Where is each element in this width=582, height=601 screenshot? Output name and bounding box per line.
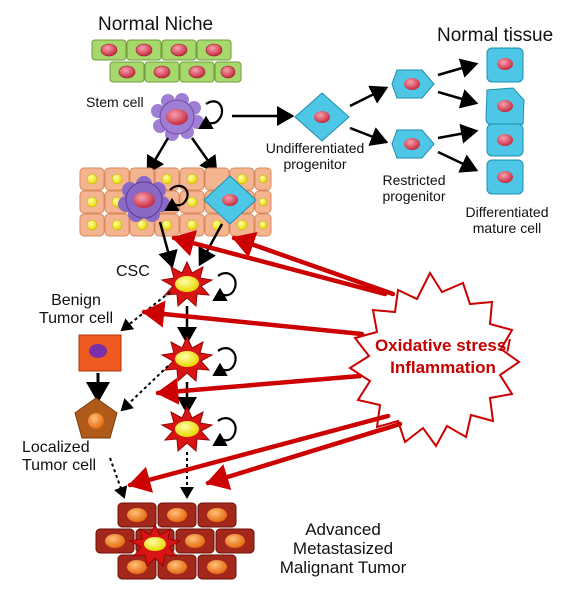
normal-niche-cells	[91, 39, 242, 83]
niche-stem-to-csc-arrow	[158, 221, 178, 269]
stem-to-csc-niche-arrow	[146, 137, 170, 175]
differentiated-line-2: mature cell	[472, 219, 542, 236]
tumor-stem-3-self-renewal-arrow	[212, 417, 237, 447]
malignant-tumor-tissue	[95, 502, 255, 580]
undifferentiated-line-1: Undifferentiated	[265, 140, 365, 156]
stem-self-renewal-arrow	[198, 100, 224, 130]
niche-progenitor-cell	[203, 175, 257, 225]
niche-stem-self-renewal-arrow	[164, 184, 189, 212]
benign-line-2: Tumor cell	[38, 309, 114, 327]
csc-label: CSC	[116, 263, 150, 280]
csc-cell	[160, 260, 214, 308]
undifferentiated-line-2: progenitor	[283, 155, 347, 172]
localized-tumor-label: Localized Tumor cell	[22, 439, 96, 475]
progenitor-to-restricted-arrow-top	[349, 85, 389, 108]
tumor-stem-cell-2	[160, 335, 214, 383]
benign-tumor-cell	[78, 334, 122, 372]
advanced-line-3: Malignant Tumor	[279, 558, 407, 578]
oxidative-stress-cloud	[348, 270, 521, 448]
oxidative-stress-label: Oxidative stress/ Inflammation	[368, 335, 518, 379]
stem-cell	[151, 93, 204, 141]
advanced-tumor-label: Advanced Metastasized Malignant Tumor	[268, 520, 418, 577]
advanced-line-2: Metastasized	[292, 539, 394, 559]
localized-tumor-cell	[74, 397, 118, 439]
restricted-to-mature-arrows	[437, 58, 479, 173]
restricted-line-1: Restricted	[382, 172, 446, 188]
stress-arrows	[127, 230, 403, 493]
undifferentiated-progenitor-cell	[294, 92, 350, 142]
niche-progenitor-to-csc-arrow	[198, 223, 224, 267]
differentiated-line-1: Differentiated	[465, 204, 549, 220]
tumor-stem-2-self-renewal-arrow	[212, 347, 237, 377]
differentiated-mature-cells	[485, 47, 525, 195]
localized-line-1: Localized	[22, 439, 90, 456]
normal-niche-title: Normal Niche	[98, 14, 214, 35]
benign-line-1: Benign	[51, 292, 101, 309]
tumor-stem-cell-3	[160, 405, 214, 453]
csc-self-renewal-arrow	[212, 272, 237, 302]
stress-line-2: Inflammation	[390, 358, 496, 378]
progenitor-to-restricted-arrow-bottom	[349, 126, 389, 146]
benign-tumor-label: Benign Tumor cell	[28, 292, 124, 328]
restricted-progenitor-cells	[391, 69, 435, 159]
stress-line-1: Oxidative stress/	[374, 336, 512, 355]
restricted-progenitor-label: Restricted progenitor	[376, 172, 452, 204]
stem-to-progenitor-niche-arrow	[190, 137, 218, 175]
niche-stem-cell	[118, 176, 170, 222]
undifferentiated-progenitor-label: Undifferentiated progenitor	[256, 140, 374, 172]
stem-cell-label: Stem cell	[86, 94, 144, 110]
differentiated-mature-label: Differentiated mature cell	[455, 204, 559, 236]
advanced-line-1: Advanced	[305, 520, 381, 539]
restricted-line-2: progenitor	[382, 187, 446, 204]
normal-tissue-title: Normal tissue	[437, 25, 554, 46]
localized-line-2: Tumor cell	[22, 456, 97, 474]
